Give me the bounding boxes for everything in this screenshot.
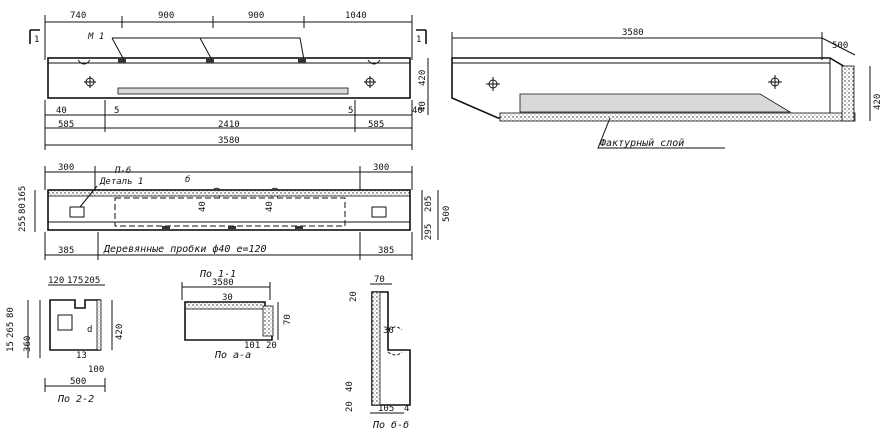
s22-title: По 2-2 <box>57 394 94 405</box>
section-mark-right-label: 1 <box>416 35 421 45</box>
sbb-facing <box>371 291 381 406</box>
bottom-small-40a: 40 <box>56 106 67 116</box>
plan-dim-255: 255 <box>18 216 28 232</box>
plan-dim-500: 500 <box>442 206 452 222</box>
sbb-dim-30: 30 <box>383 326 394 336</box>
top-dim-40-side: 40 <box>418 101 428 112</box>
top-dim-740: 740 <box>70 11 86 21</box>
bottom-small-5a: 5 <box>114 106 119 116</box>
plan-dim-300b: 300 <box>373 163 389 173</box>
plan-beam-body <box>47 189 411 231</box>
sbb-dim-4: 4 <box>404 404 409 414</box>
s11-end-layer <box>262 305 274 337</box>
s22-dim-500: 500 <box>70 377 86 387</box>
bottom-dim-585b: 585 <box>368 120 384 130</box>
plan-label-b: б <box>185 174 190 185</box>
iso-layer-label: Фактурный слой <box>600 137 684 149</box>
iso-dim-3580: 3580 <box>622 28 644 38</box>
bottom-dim-2410: 2410 <box>218 120 240 130</box>
iso-view: 3580 500 420 Фактурный слой <box>451 28 883 149</box>
plan-dim-385a: 385 <box>58 246 74 256</box>
plan-dim-40a: 40 <box>198 201 208 212</box>
bottom-small-40b: 40 <box>412 106 423 116</box>
top-view: 740 900 900 1040 1 1 М 1 420 40 <box>29 11 429 150</box>
sbb-dim-20: 20 <box>349 291 359 302</box>
s11-dim-101: 101 <box>244 341 260 351</box>
beam-lower-recess <box>117 87 349 95</box>
sbb-dim-105: 105 <box>378 404 394 414</box>
s22-facing <box>96 299 102 351</box>
s11-title: По 1-1 <box>199 269 236 280</box>
s22-dim-420: 420 <box>115 324 125 340</box>
sbb-title: По б-б <box>372 419 409 431</box>
s22-dim-205: 205 <box>84 276 100 286</box>
plan-plug-right <box>371 206 387 218</box>
sbb-dim-20b: 20 <box>345 401 355 412</box>
iso-dim-500: 500 <box>832 41 848 51</box>
s22-profile <box>49 299 101 351</box>
s22-dim-100: 100 <box>88 365 104 375</box>
sbb-dim-40: 40 <box>345 381 355 392</box>
plan-dim-385b: 385 <box>378 246 394 256</box>
s22-dim-265: 265 <box>6 322 16 338</box>
plan-dim-40b: 40 <box>265 201 275 212</box>
plan-dim-295: 295 <box>424 224 434 240</box>
s11-dim-20: 20 <box>266 341 277 351</box>
plan-plugs-label: Деревянные пробки ф40 е=120 <box>103 243 267 255</box>
section-mark-right <box>416 29 427 44</box>
s11-subtitle: По а-а <box>214 350 251 361</box>
s11-dim-70: 70 <box>283 314 293 325</box>
iso-recess <box>519 93 792 113</box>
plan-plug-left <box>69 206 85 218</box>
section-mark-left-label: 1 <box>34 35 39 45</box>
bottom-dim-585a: 585 <box>58 120 74 130</box>
s22-dim-120: 120 <box>48 276 64 286</box>
plan-dim-80: 80 <box>18 203 28 214</box>
mark-label: М 1 <box>87 32 104 42</box>
s22-dim-80: 80 <box>6 307 16 318</box>
top-dim-900b: 900 <box>248 11 264 21</box>
s11-facing <box>184 301 266 310</box>
s22-dim-d: d <box>87 325 92 335</box>
plan-label-detail: Деталь 1 <box>99 177 143 187</box>
plan-dim-300a: 300 <box>58 163 74 173</box>
top-dim-1040: 1040 <box>345 11 367 21</box>
bottom-dim-3580: 3580 <box>218 136 240 146</box>
sbb-dim-70: 70 <box>374 275 385 285</box>
top-dim-900a: 900 <box>158 11 174 21</box>
bottom-small-5b: 5 <box>348 106 353 116</box>
s11-dim-3580: 3580 <box>212 278 234 288</box>
s22-dim-13: 13 <box>76 351 87 361</box>
plan-view: 300 300 П-6 Деталь 1 б 30 30 40 40 255 8… <box>18 163 452 260</box>
iso-dim-420: 420 <box>873 94 883 110</box>
section-1-1: По 1-1 3580 30 70 101 20 По а-а <box>181 269 293 361</box>
section-2-2: 120 175 205 15 265 80 360 d 420 13 100 5… <box>6 276 125 405</box>
s22-dim-15: 15 <box>6 341 16 352</box>
plan-facing-top <box>47 189 411 197</box>
iso-facing-layer <box>499 112 856 122</box>
top-dim-420: 420 <box>418 70 428 86</box>
s22-dim-175: 175 <box>67 276 83 286</box>
plan-dim-165: 165 <box>18 186 28 202</box>
plan-dim-205: 205 <box>424 196 434 212</box>
section-b-b: 70 20 30 40 20 105 4 По б-б <box>345 275 411 431</box>
s22-plug <box>57 314 73 331</box>
s11-dim-30: 30 <box>222 293 233 303</box>
iso-end-layer <box>841 65 855 122</box>
s22-dim-360: 360 <box>23 336 33 352</box>
plan-label-p6: П-6 <box>114 166 131 176</box>
section-mark-left <box>29 29 40 44</box>
